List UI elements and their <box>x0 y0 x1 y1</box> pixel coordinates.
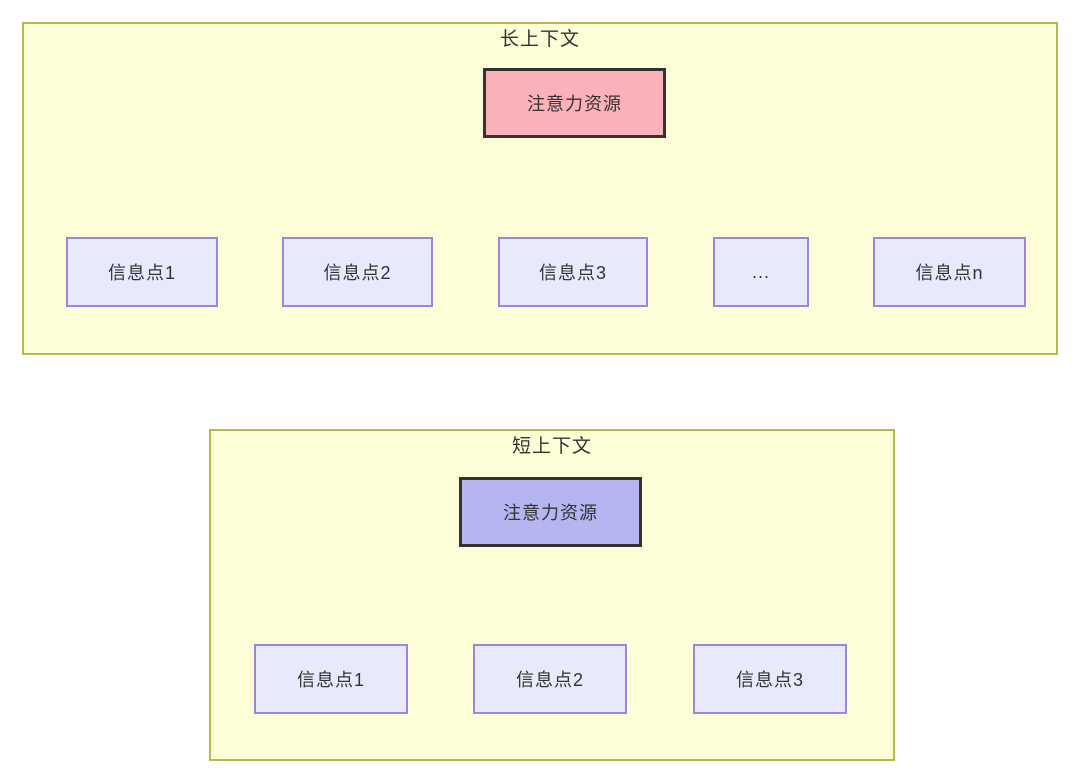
long-context-title: 长上下文 <box>499 29 580 50</box>
info-node: 信息点2 <box>473 644 627 714</box>
info-node: 信息点3 <box>498 237 648 307</box>
info-node: 信息点3 <box>693 644 847 714</box>
attention-resource-node: 注意力资源 <box>483 68 666 138</box>
info-node: ... <box>713 237 809 307</box>
attention-resource-node: 注意力资源 <box>459 477 642 547</box>
short-context-title: 短上下文 <box>511 436 592 457</box>
info-node: 信息点2 <box>282 237 433 307</box>
info-node: 信息点1 <box>66 237 218 307</box>
info-node: 信息点n <box>873 237 1026 307</box>
info-node: 信息点1 <box>254 644 408 714</box>
